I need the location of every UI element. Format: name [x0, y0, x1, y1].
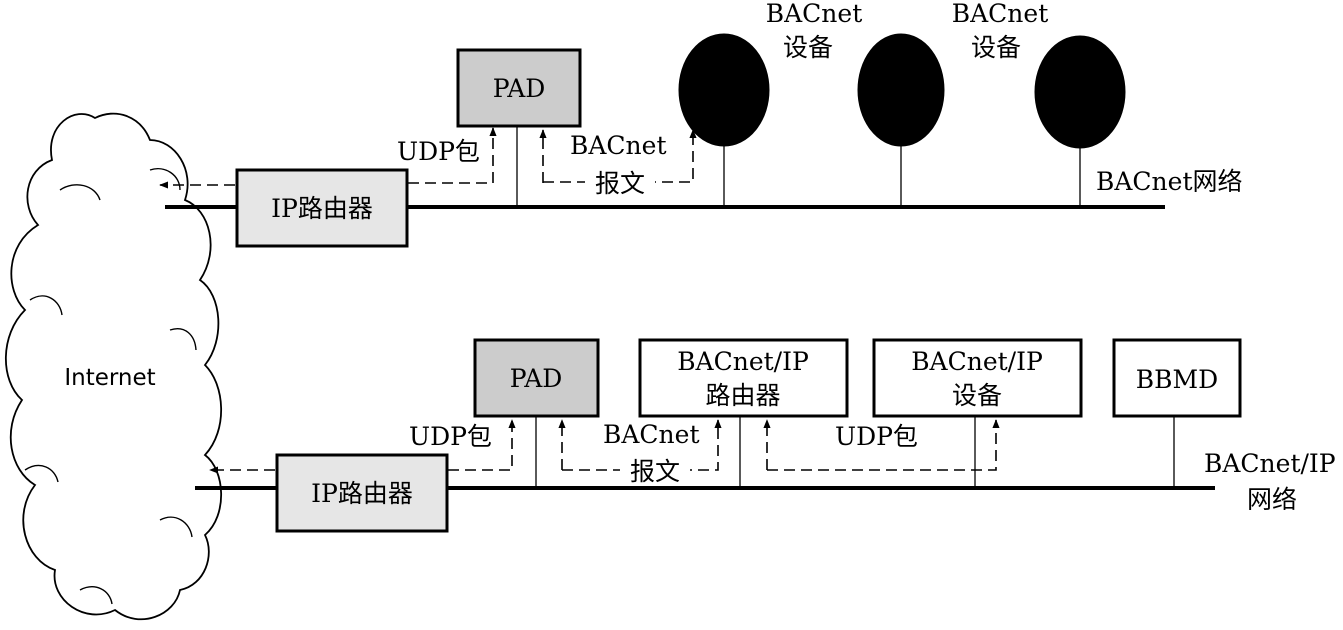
- top-msg-label-bg: [585, 168, 655, 198]
- top-device-label-2-line1: BACnet: [952, 0, 1049, 28]
- bottom-bip-router-line2: 路由器: [705, 381, 780, 410]
- bottom-pad-box: [473, 338, 600, 418]
- bottom-msg-label-bg: [620, 456, 690, 486]
- top-ip-router-label: IP路由器: [271, 194, 373, 223]
- top-pad-label: PAD: [493, 74, 546, 103]
- bottom-bip-device-line1: BACnet/IP: [911, 347, 1043, 376]
- bottom-udp-path-1: [448, 419, 516, 471]
- bottom-bip-router-box: [638, 338, 849, 418]
- bottom-ip-router: IP路由器: [275, 453, 449, 533]
- top-bacnet-device-1: [678, 33, 770, 207]
- internet-cloud: Internet: [5, 112, 222, 621]
- bottom-udp-label-1: UDP包: [409, 422, 492, 451]
- top-network-label: BACnet网络: [1096, 167, 1243, 196]
- top-pad-box: [456, 48, 582, 128]
- bottom-msg-label-2: 报文: [630, 457, 680, 486]
- bottom-ip-router-label: IP路由器: [311, 479, 413, 508]
- bottom-network-label-2: 网络: [1247, 485, 1297, 514]
- bottom-bacnet-ip-device: BACnet/IP 设备: [872, 338, 1083, 418]
- top-device-label-1-line2: 设备: [783, 33, 833, 62]
- bottom-bbmd-box: [1112, 338, 1242, 418]
- top-ip-router: IP路由器: [235, 168, 409, 248]
- top-msg-label-2: 报文: [595, 169, 645, 198]
- top-udp-path: [408, 127, 497, 184]
- bottom-bip-device-box: [872, 338, 1083, 418]
- internet-label: Internet: [64, 365, 155, 391]
- bottom-msg-label-1: BACnet: [603, 420, 700, 449]
- bottom-udp-path-2: [767, 419, 1000, 471]
- top-pad: PAD: [456, 48, 582, 128]
- bottom-msg-path: [562, 419, 722, 471]
- top-device-2-node: [857, 33, 945, 147]
- top-msg-label-1: BACnet: [570, 131, 667, 160]
- top-bacnet-device-3: BACnet 设备: [952, 0, 1126, 207]
- bottom-bip-device-line2: 设备: [952, 381, 1002, 410]
- bottom-pad-label: PAD: [510, 364, 563, 393]
- top-ip-router-box: [235, 168, 409, 248]
- top-device-label-1-line1: BACnet: [766, 0, 863, 28]
- top-device-1-node: [678, 33, 770, 147]
- top-device-3-node: [1034, 35, 1126, 149]
- bottom-pad: PAD: [473, 338, 600, 418]
- bottom-ip-router-box: [275, 453, 449, 533]
- top-udp-label: UDP包: [397, 137, 480, 166]
- top-device-label-2-line2: 设备: [971, 33, 1021, 62]
- bottom-bbmd-label: BBMD: [1136, 365, 1218, 394]
- bottom-bbmd: BBMD: [1112, 338, 1242, 418]
- top-bacnet-device-2: BACnet 设备: [766, 0, 945, 207]
- bottom-udp-label-2: UDP包: [835, 422, 918, 451]
- bottom-bip-router-line1: BACnet/IP: [677, 347, 809, 376]
- bottom-network-label-1: BACnet/IP: [1204, 449, 1336, 478]
- bottom-bacnet-ip-router: BACnet/IP 路由器: [638, 338, 849, 418]
